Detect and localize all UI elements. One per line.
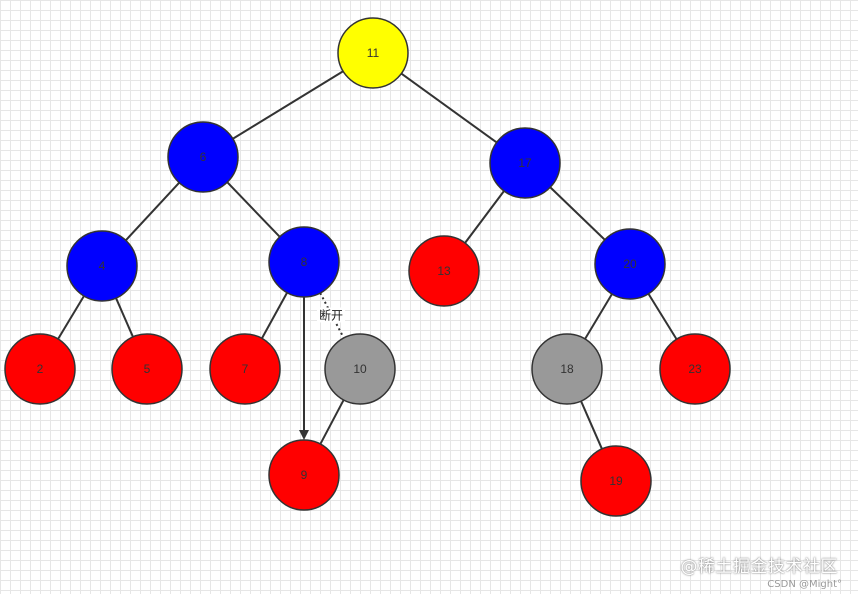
node-4: 4 xyxy=(66,230,138,302)
node-17: 17 xyxy=(489,127,561,199)
node-circle-9 xyxy=(268,439,340,511)
node-label-8: 8 xyxy=(301,255,308,269)
node-label-6: 6 xyxy=(200,150,207,164)
node-label-20: 20 xyxy=(623,257,637,271)
node-7: 7 xyxy=(209,333,281,405)
node-circle-17 xyxy=(489,127,561,199)
edge-17-20 xyxy=(549,186,606,241)
edge-6-8 xyxy=(226,181,281,238)
node-18: 18 xyxy=(531,333,603,405)
node-20: 20 xyxy=(594,228,666,300)
node-2: 2 xyxy=(4,333,76,405)
node-label-7: 7 xyxy=(242,362,249,376)
node-label-10: 10 xyxy=(353,362,367,376)
edge-20-18 xyxy=(584,293,613,340)
node-circle-8 xyxy=(268,226,340,298)
node-label-4: 4 xyxy=(99,259,106,273)
watermark-juejin: @稀土掘金技术社区 xyxy=(680,557,838,577)
node-label-18: 18 xyxy=(560,362,574,376)
edge-4-2 xyxy=(57,295,85,340)
node-10: 10 xyxy=(324,333,396,405)
nodes-layer: 11 6 17 4 8 13 20 2 5 7 10 18 23 9 19 xyxy=(4,17,731,517)
watermark-csdn: CSDN @Might° xyxy=(767,579,842,590)
node-circle-10 xyxy=(324,333,396,405)
node-circle-6 xyxy=(167,121,239,193)
node-circle-7 xyxy=(209,333,281,405)
edge-18-19 xyxy=(580,400,603,450)
edge-10-9 xyxy=(319,399,345,445)
node-circle-13 xyxy=(408,235,480,307)
node-label-19: 19 xyxy=(609,474,623,488)
node-label-13: 13 xyxy=(437,264,451,278)
node-circle-5 xyxy=(111,333,183,405)
edges-layer: 断开 xyxy=(57,70,678,450)
edge-11-17 xyxy=(400,72,498,144)
edge-20-23 xyxy=(647,293,678,340)
node-circle-19 xyxy=(580,445,652,517)
edge-11-6 xyxy=(232,70,344,140)
node-circle-18 xyxy=(531,333,603,405)
node-label-5: 5 xyxy=(144,362,151,376)
node-circle-2 xyxy=(4,333,76,405)
edge-4-5 xyxy=(115,297,134,338)
edge-label-disconnect: 断开 xyxy=(319,308,343,323)
edge-17-13 xyxy=(464,190,505,244)
node-circle-11 xyxy=(337,17,409,89)
node-13: 13 xyxy=(408,235,480,307)
node-circle-20 xyxy=(594,228,666,300)
node-label-17: 17 xyxy=(518,156,532,170)
node-label-11: 11 xyxy=(367,46,380,60)
node-19: 19 xyxy=(580,445,652,517)
node-11: 11 xyxy=(337,17,409,89)
node-9: 9 xyxy=(268,439,340,511)
node-23: 23 xyxy=(659,333,731,405)
node-circle-4 xyxy=(66,230,138,302)
node-label-2: 2 xyxy=(37,362,44,376)
edge-label-background xyxy=(317,307,345,323)
node-label-9: 9 xyxy=(301,468,308,482)
node-5: 5 xyxy=(111,333,183,405)
node-label-23: 23 xyxy=(688,362,702,376)
node-6: 6 xyxy=(167,121,239,193)
node-8: 8 xyxy=(268,226,340,298)
edge-8-7 xyxy=(261,292,288,339)
edge-6-4 xyxy=(125,181,180,242)
node-circle-23 xyxy=(659,333,731,405)
